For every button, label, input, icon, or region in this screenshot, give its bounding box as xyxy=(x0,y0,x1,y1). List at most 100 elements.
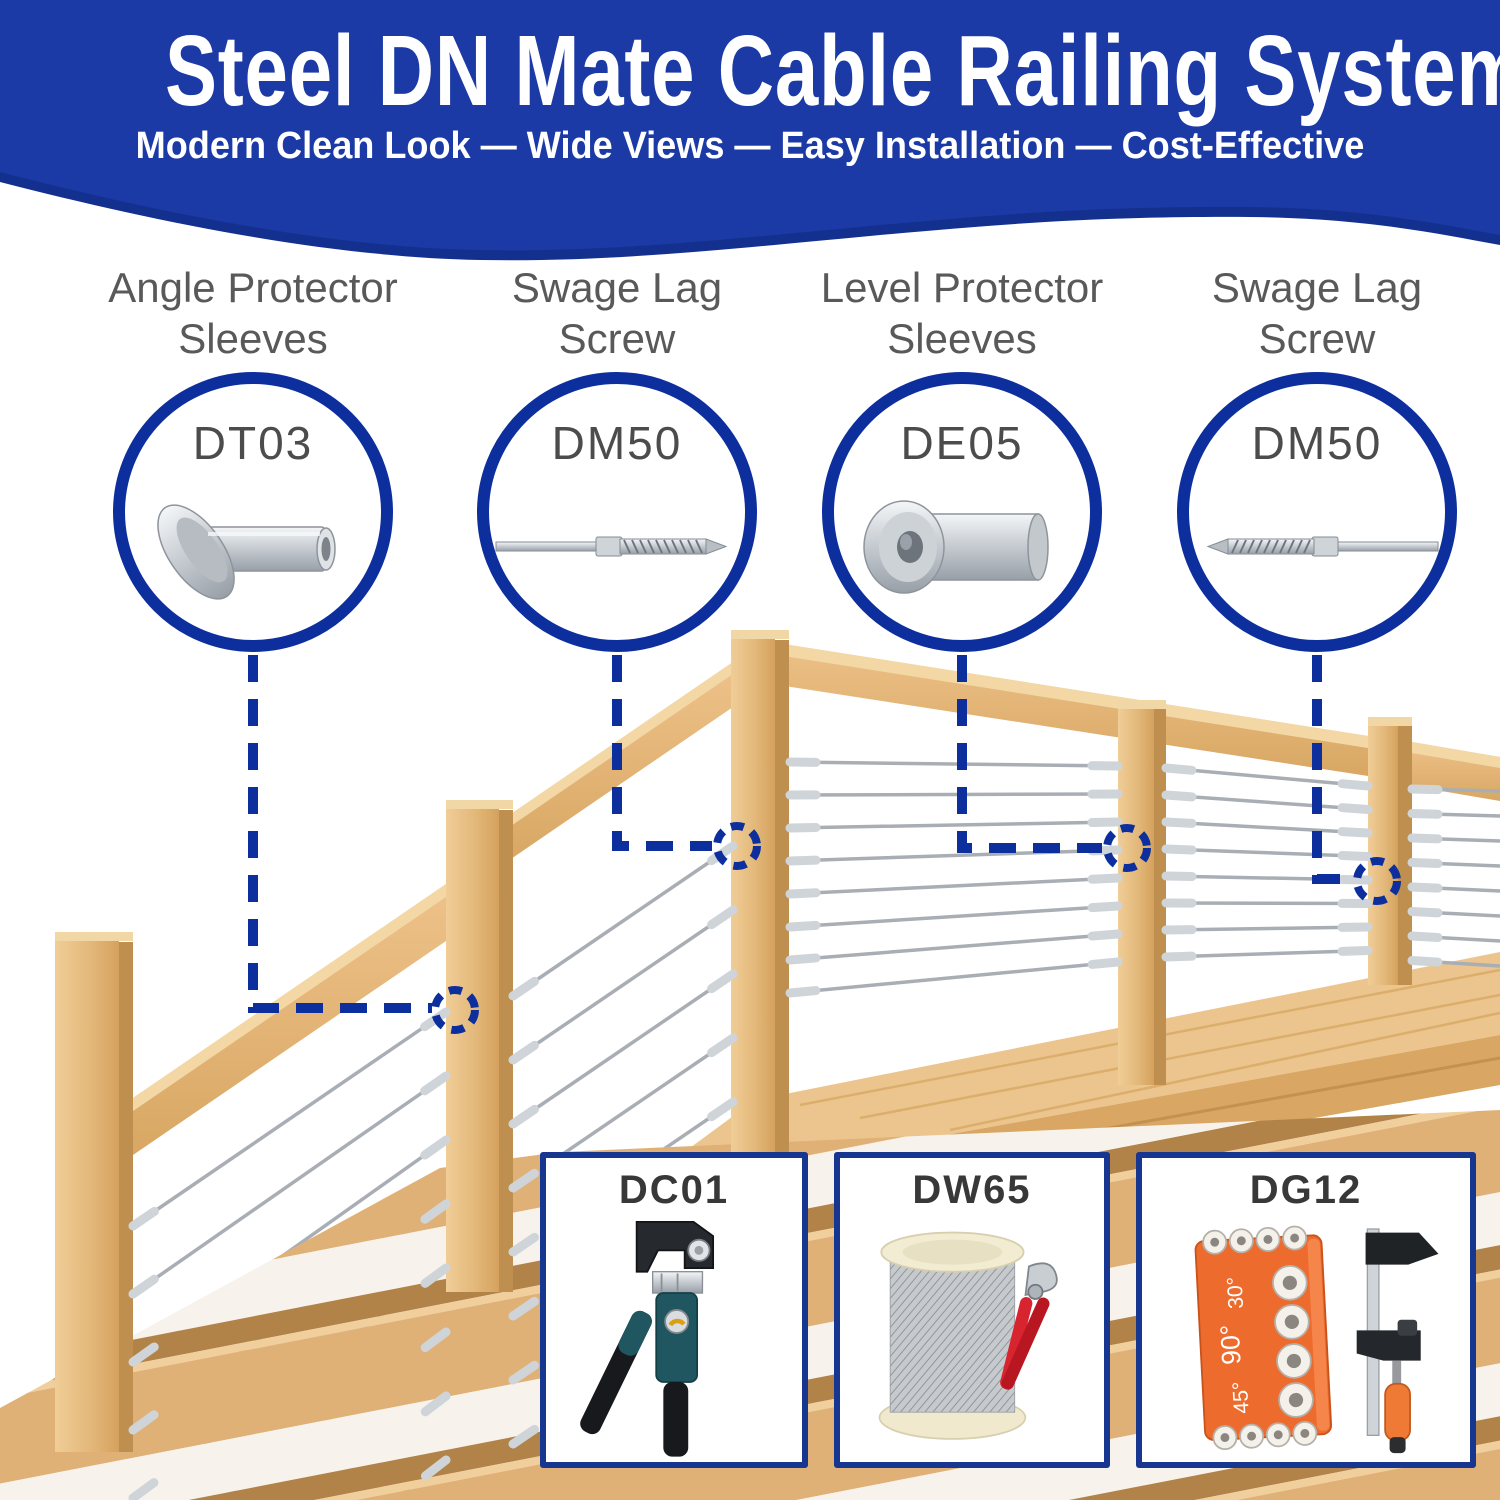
cable-fitting xyxy=(1161,844,1197,855)
cable xyxy=(1164,925,1370,932)
cable-fitting xyxy=(707,905,738,930)
cable-fitting xyxy=(508,1040,539,1065)
deck-top-rail xyxy=(733,636,1500,801)
cable-fitting xyxy=(420,1327,451,1353)
swage-lag-screw-icon xyxy=(495,536,728,557)
leader-markers xyxy=(431,822,1401,1034)
cable-fitting xyxy=(1407,858,1443,869)
cable xyxy=(788,876,1120,896)
cable-fitting xyxy=(1337,851,1373,861)
cable-fitting xyxy=(1337,874,1373,885)
cable-fitting xyxy=(785,953,821,965)
angle-protector-sleeve-icon xyxy=(157,504,336,600)
product-box-dc01: DC01 xyxy=(540,1152,808,1468)
cable-fitting xyxy=(508,1104,539,1129)
cable xyxy=(511,972,735,1126)
jig-angle-label: 30° xyxy=(1222,1276,1248,1309)
hydraulic-crimping-tool-image xyxy=(580,1221,715,1457)
part-code: DM50 xyxy=(1251,417,1383,469)
jig-grommets xyxy=(1202,1225,1318,1451)
cable xyxy=(788,960,1120,995)
part-code: DE05 xyxy=(900,417,1024,469)
cable-fitting xyxy=(1161,951,1197,962)
cable-fitting xyxy=(1407,784,1443,795)
cable-fitting xyxy=(785,855,821,866)
cable-fitting xyxy=(508,1232,539,1257)
cable-fitting xyxy=(128,1342,159,1367)
cable-fitting xyxy=(1407,907,1443,918)
cable-fitting xyxy=(1337,803,1373,814)
part-code: DM50 xyxy=(551,417,683,469)
stair-top-post xyxy=(731,630,789,1198)
cable-fitting xyxy=(420,1135,451,1160)
cable-fitting xyxy=(420,1455,451,1481)
cable-fittings xyxy=(128,757,1443,1500)
cable-fitting xyxy=(1407,809,1443,819)
cable-fitting xyxy=(1087,957,1123,969)
callout-circle-dm50-left: DM50 xyxy=(1177,372,1457,652)
callout-circle-dm50-right: DM50 xyxy=(477,372,757,652)
cable xyxy=(788,848,1120,863)
cable-fitting xyxy=(1407,956,1443,967)
cable-fitting xyxy=(508,976,539,1001)
cable-fitting xyxy=(128,1410,159,1435)
leader-lines xyxy=(248,655,1352,1013)
drill-guide-and-clamp-image: 30° 90° 45° xyxy=(1194,1225,1439,1454)
cable-fitting xyxy=(1087,929,1123,941)
cable xyxy=(131,1010,448,1228)
cable-fitting xyxy=(785,920,821,932)
jig-angle-label: 45° xyxy=(1228,1381,1254,1414)
cable-fitting xyxy=(508,1360,539,1385)
cable xyxy=(131,1074,448,1296)
cable-fitting xyxy=(785,986,821,998)
cable-fitting xyxy=(1087,901,1123,913)
level-protector-sleeve-icon xyxy=(863,500,1049,594)
part-code: DT03 xyxy=(192,417,314,469)
cable-fitting xyxy=(128,1478,159,1500)
cable-fitting xyxy=(1337,946,1373,956)
cable-fitting xyxy=(785,888,821,899)
cable-fitting xyxy=(420,1199,451,1224)
cable xyxy=(511,844,735,998)
cable-fitting xyxy=(707,969,738,994)
cable-fitting xyxy=(128,1206,159,1231)
callout-circle-de05: DE05 xyxy=(822,372,1102,652)
cable-fitting xyxy=(508,1296,539,1321)
cable xyxy=(788,820,1120,830)
cable-fitting xyxy=(1087,873,1123,884)
cable-fitting xyxy=(128,1274,159,1299)
product-box-dg12: DG12 30° xyxy=(1136,1152,1476,1468)
cable xyxy=(511,908,735,1062)
jig-angle-label: 90° xyxy=(1215,1324,1247,1366)
cable xyxy=(1164,847,1370,859)
cable-fitting xyxy=(508,1168,539,1193)
product-code: DC01 xyxy=(618,1168,730,1212)
cable-fitting xyxy=(1161,871,1197,882)
cable xyxy=(1164,948,1370,959)
swage-lag-screw-icon xyxy=(1206,536,1439,557)
cable xyxy=(788,932,1120,962)
product-box-dw65: DW65 xyxy=(834,1152,1110,1468)
cable-fitting xyxy=(420,1391,451,1417)
cable-fitting xyxy=(1337,779,1373,791)
stair-bottom-post xyxy=(55,932,133,1452)
cable-fitting xyxy=(1407,833,1443,844)
cable-fitting xyxy=(1161,790,1197,802)
deck-corner-post xyxy=(1368,717,1412,985)
cable-fitting xyxy=(1161,817,1197,828)
callout-circle-dt03: DT03 xyxy=(113,372,393,652)
cable-fitting xyxy=(1407,882,1443,893)
stair-mid-post xyxy=(446,800,513,1292)
cable-fitting xyxy=(707,1097,738,1122)
cable xyxy=(1164,766,1370,788)
cable xyxy=(788,760,1120,768)
deck-post xyxy=(1118,700,1166,1085)
cable-fitting xyxy=(1337,827,1373,838)
cable-fitting xyxy=(1407,931,1443,942)
banner-wave xyxy=(0,0,1500,261)
